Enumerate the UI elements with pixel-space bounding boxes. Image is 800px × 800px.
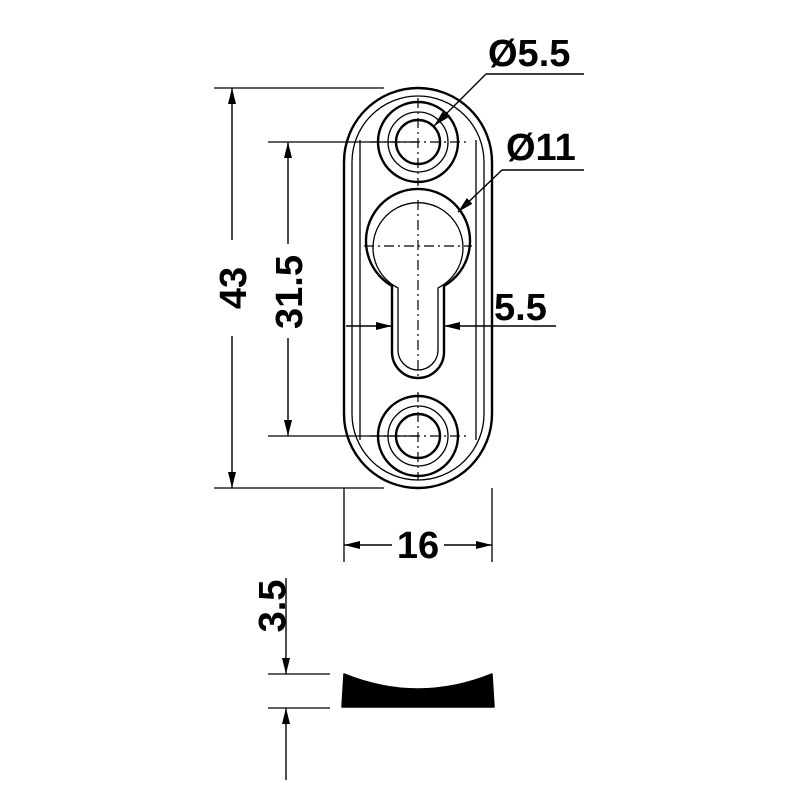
dim-overall-height: 43 (213, 87, 384, 489)
dim-overall-width: 16 (343, 488, 493, 567)
plate-outline (342, 86, 494, 490)
dim-slot-width: 5.5 (346, 287, 556, 330)
dim-thickness: 3.5 (252, 578, 330, 780)
dim-screw-hole-diameter-label: Ø5.5 (488, 33, 570, 75)
dim-screw-hole-diameter: Ø5.5 (433, 33, 584, 127)
dim-keyhole-diameter-label: Ø11 (506, 127, 576, 169)
dim-overall-height-label: 43 (213, 267, 255, 309)
dim-slot-width-label: 5.5 (494, 287, 547, 329)
dim-keyhole-diameter: Ø11 (457, 127, 584, 213)
dim-hole-spacing: 31.5 (268, 141, 418, 437)
dim-overall-width-label: 16 (397, 525, 439, 567)
dim-thickness-label: 3.5 (252, 580, 294, 633)
plate-side-profile (341, 673, 495, 708)
keyhole-slot-inner-edge (372, 202, 464, 371)
dim-hole-spacing-label: 31.5 (269, 255, 311, 329)
keyhole-slot (364, 187, 472, 380)
